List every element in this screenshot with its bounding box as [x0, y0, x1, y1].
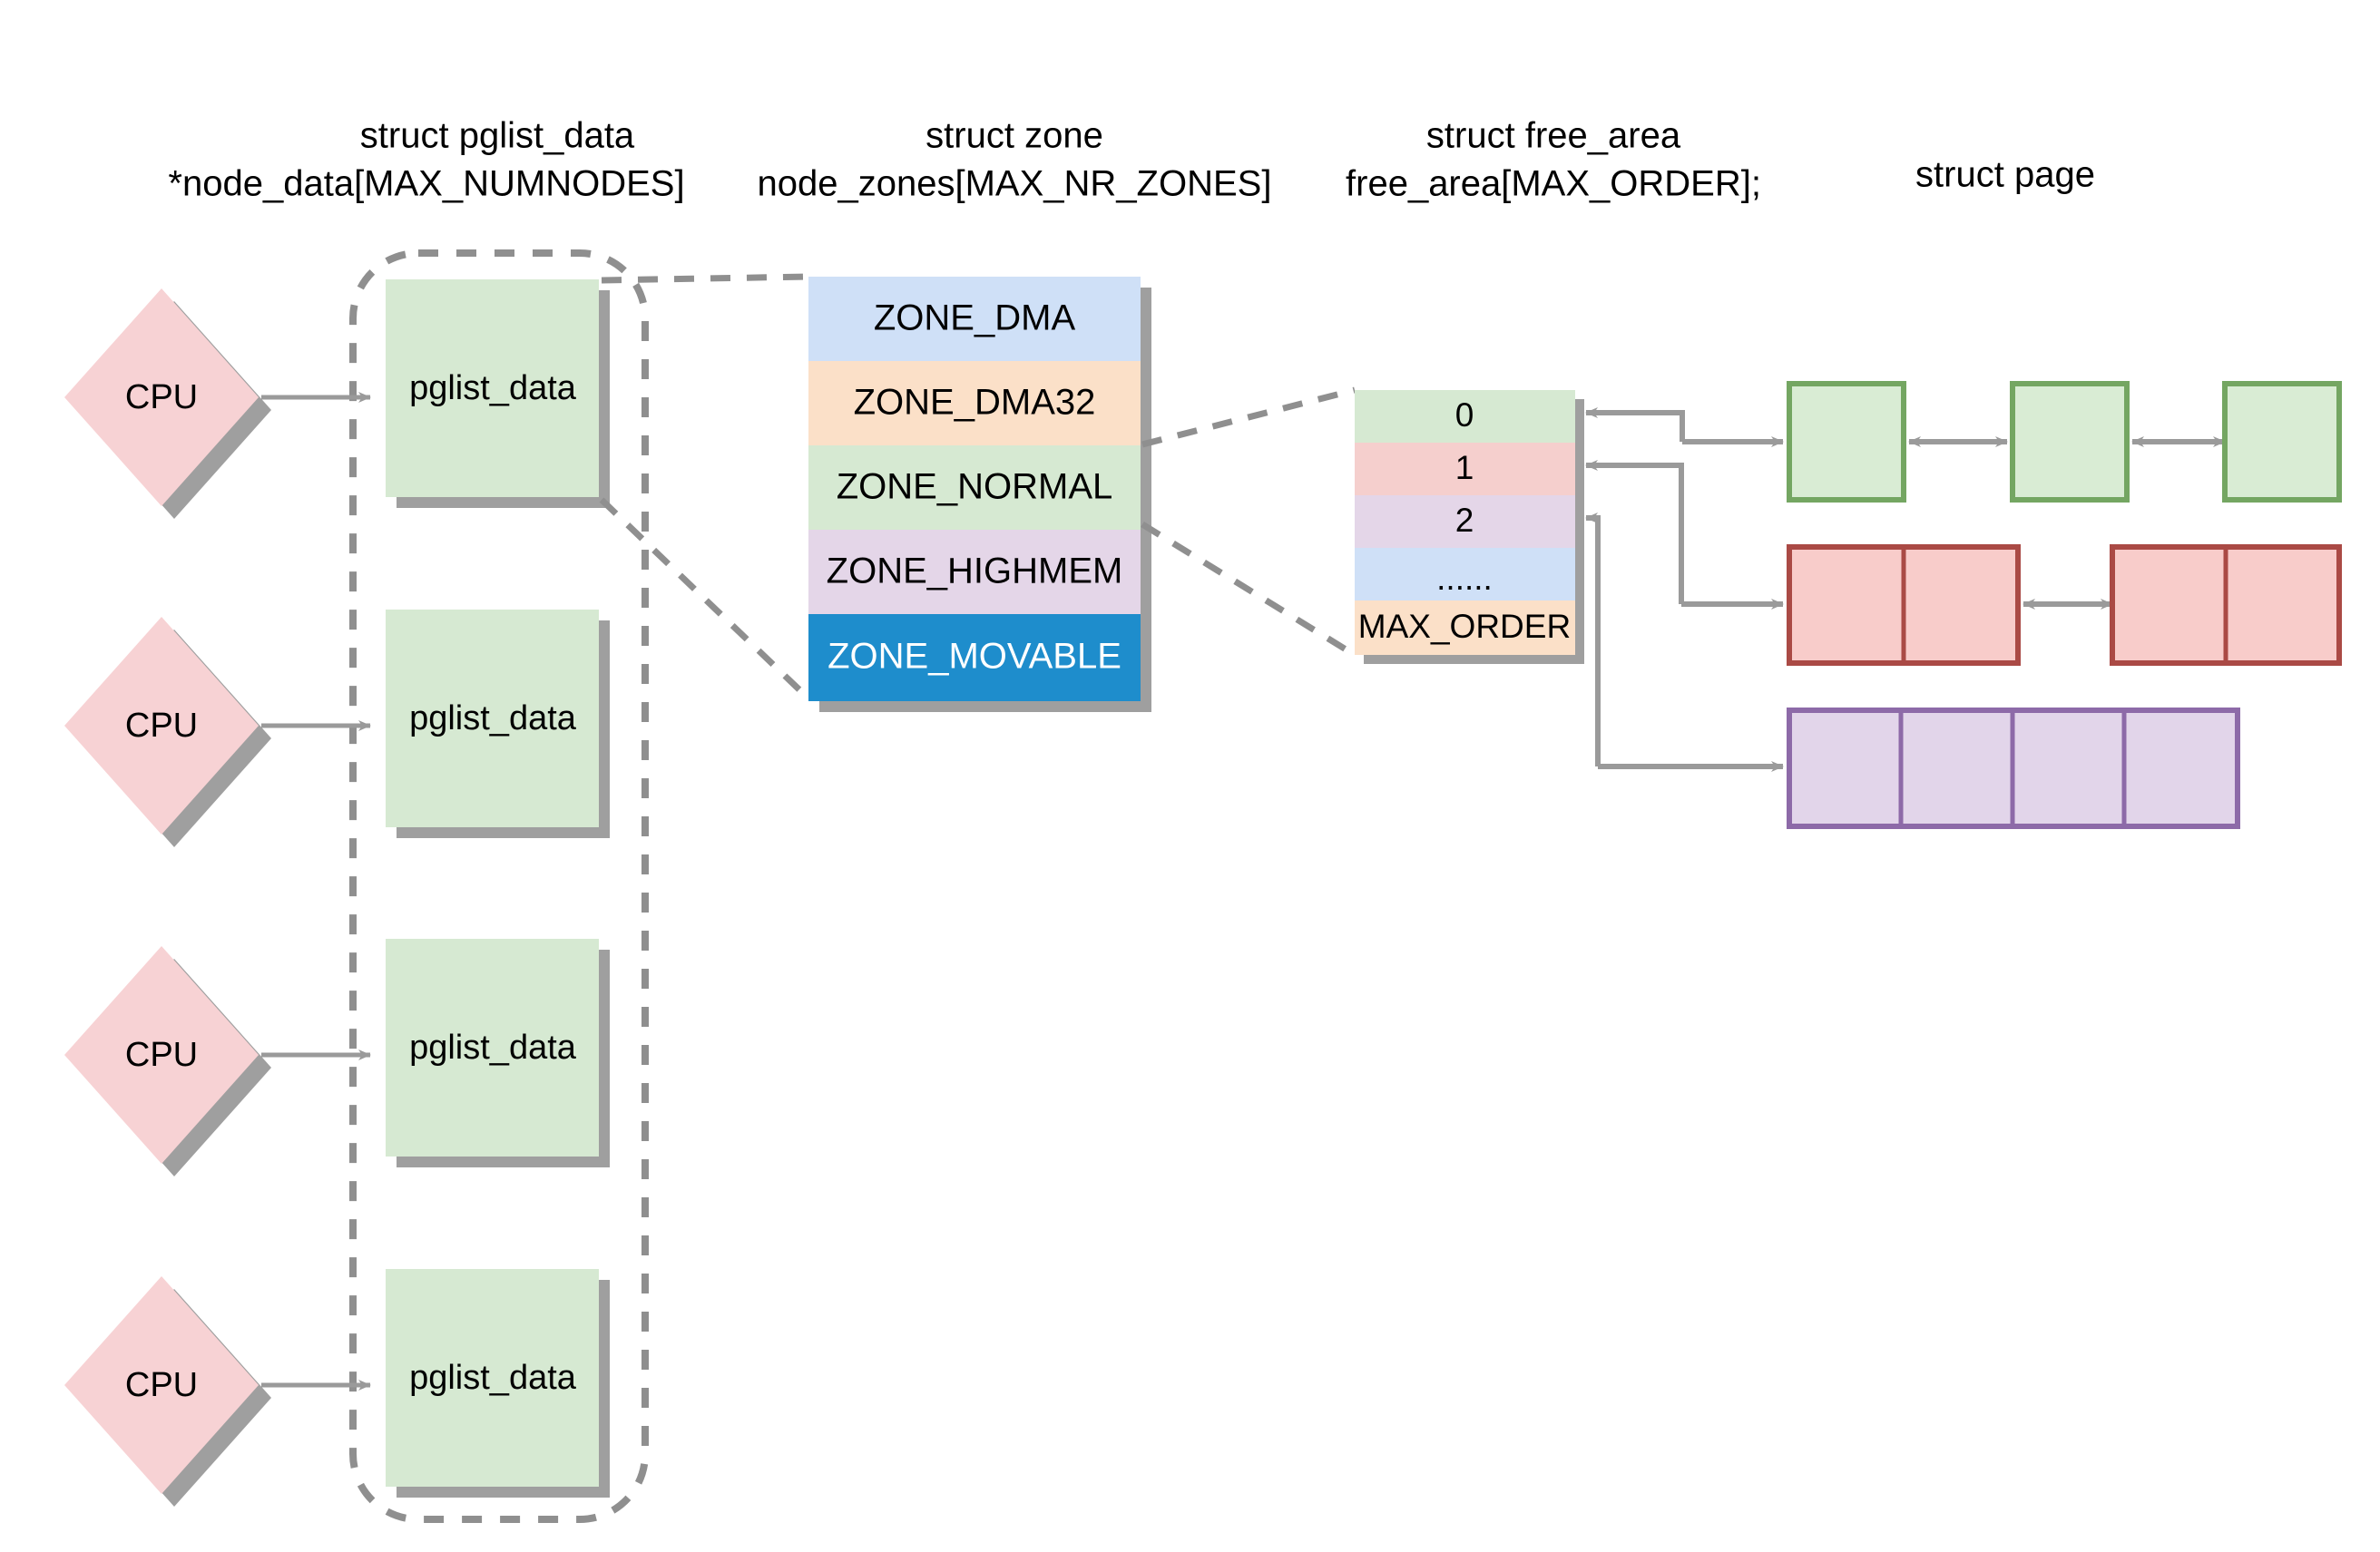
- pglist-data-box-1[interactable]: pglist_data: [386, 279, 610, 508]
- zone-row-label: ZONE_DMA32: [854, 383, 1096, 423]
- header-zone-line1: struct zone: [926, 116, 1103, 156]
- cpu-diamond: [64, 946, 259, 1164]
- cpu-node-4[interactable]: CPU: [64, 1276, 271, 1507]
- page-block[interactable]: [1787, 381, 1906, 503]
- free-area-row-0[interactable]: 0: [1355, 390, 1575, 443]
- free-area-row-label: ......: [1436, 560, 1493, 597]
- expand-link-zone-freearea-bottom: [1141, 522, 1357, 658]
- zone-row-rect: [808, 445, 1141, 530]
- header-free-area-line1: struct free_area: [1426, 116, 1681, 156]
- zone-row-movable[interactable]: ZONE_MOVABLE: [808, 614, 1141, 701]
- page-block[interactable]: [2010, 381, 2130, 503]
- node-group-dashed-container: [349, 249, 649, 1523]
- zone-row-rect: [808, 530, 1141, 614]
- free-area-row-rect: [1355, 495, 1575, 548]
- freearea-1-return-connector: [1585, 460, 1684, 604]
- free-area-row-label: 1: [1455, 449, 1474, 486]
- zone-row-label: ZONE_MOVABLE: [828, 637, 1121, 677]
- expand-link-node-zone-bottom: [599, 497, 811, 701]
- cpu-diamond: [64, 1276, 259, 1494]
- header-free-area-line2: free_area[MAX_ORDER];: [1346, 164, 1761, 204]
- header-pglist-data: struct pglist_data *node_data[MAX_NUMNOD…: [168, 116, 684, 204]
- pglist-data-box-3[interactable]: pglist_data: [386, 939, 610, 1167]
- zone-row-dma[interactable]: ZONE_DMA: [808, 277, 1141, 361]
- free-area-row-rect: [1355, 390, 1575, 443]
- cpu-label: CPU: [125, 1366, 198, 1404]
- cpu-label: CPU: [125, 378, 198, 416]
- freearea-2-return-connector: [1585, 512, 1601, 766]
- zone-row-label: ZONE_HIGHMEM: [827, 551, 1123, 591]
- free-area-row-1[interactable]: 1: [1355, 443, 1575, 495]
- pglist-data-rect: [386, 610, 599, 827]
- free-area-row-2[interactable]: 2: [1355, 495, 1575, 548]
- cpu-label: CPU: [125, 1036, 198, 1074]
- free-area-row-rect: [1355, 443, 1575, 495]
- pglist-data-box-4[interactable]: pglist_data: [386, 1269, 610, 1498]
- header-struct-page-line1: struct page: [1915, 155, 2095, 195]
- page-block-row-order-0: [1787, 381, 2342, 503]
- zone-row-highmem[interactable]: ZONE_HIGHMEM: [808, 530, 1141, 614]
- free-area-row-label: MAX_ORDER: [1358, 608, 1571, 645]
- pglist-data-rect: [386, 939, 599, 1157]
- free-area-row-label: 0: [1455, 396, 1474, 434]
- zone-stack: ZONE_DMA ZONE_DMA32 ZONE_NORMAL ZONE_HIG…: [808, 277, 1151, 712]
- zone-row-normal[interactable]: ZONE_NORMAL: [808, 445, 1141, 530]
- cpu-node-1[interactable]: CPU: [64, 288, 271, 519]
- cpu-diamond: [64, 288, 259, 506]
- header-zone-line2: node_zones[MAX_NR_ZONES]: [758, 164, 1272, 204]
- free-area-column: 0 1 2 ...... MAX_ORDER: [1355, 390, 1584, 664]
- cpu-node-3[interactable]: CPU: [64, 946, 271, 1176]
- page-block-row-order-2: [1787, 708, 2240, 829]
- free-area-row-label: 2: [1455, 502, 1474, 539]
- pglist-data-box-2[interactable]: pglist_data: [386, 610, 610, 838]
- pglist-data-rect: [386, 279, 599, 497]
- freearea-0-return-connector: [1585, 407, 1685, 442]
- zone-row-rect: [808, 361, 1141, 445]
- cpu-label: CPU: [125, 707, 198, 745]
- zone-row-label: ZONE_NORMAL: [837, 467, 1113, 507]
- zone-row-rect: [808, 614, 1141, 701]
- header-free-area: struct free_area free_area[MAX_ORDER];: [1346, 116, 1761, 204]
- free-area-row-rect: [1355, 600, 1575, 655]
- header-pglist-data-line1: struct pglist_data: [360, 116, 635, 156]
- header-struct-page: struct page: [1915, 155, 2095, 195]
- header-pglist-data-line2: *node_data[MAX_NUMNODES]: [168, 164, 684, 204]
- zone-row-rect: [808, 277, 1141, 361]
- page-block-row-order-1: [1787, 544, 2342, 666]
- expand-link-zone-freearea-top: [1141, 386, 1356, 448]
- cpu-node-2[interactable]: CPU: [64, 617, 271, 847]
- cpu-diamond: [64, 617, 259, 835]
- page-block[interactable]: [2222, 381, 2342, 503]
- expand-link-node-zone-top: [601, 273, 809, 284]
- zone-row-label: ZONE_DMA: [874, 298, 1076, 338]
- pglist-data-label: pglist_data: [409, 1029, 577, 1067]
- pglist-data-label: pglist_data: [409, 1359, 577, 1397]
- free-area-row-ellipsis[interactable]: ......: [1355, 548, 1575, 600]
- free-area-row-rect: [1355, 548, 1575, 600]
- pglist-data-label: pglist_data: [409, 699, 577, 737]
- pglist-data-rect: [386, 1269, 599, 1487]
- free-area-row-max-order[interactable]: MAX_ORDER: [1355, 600, 1575, 655]
- header-zone: struct zone node_zones[MAX_NR_ZONES]: [758, 116, 1272, 204]
- pglist-data-label: pglist_data: [409, 369, 577, 407]
- zone-row-dma32[interactable]: ZONE_DMA32: [808, 361, 1141, 445]
